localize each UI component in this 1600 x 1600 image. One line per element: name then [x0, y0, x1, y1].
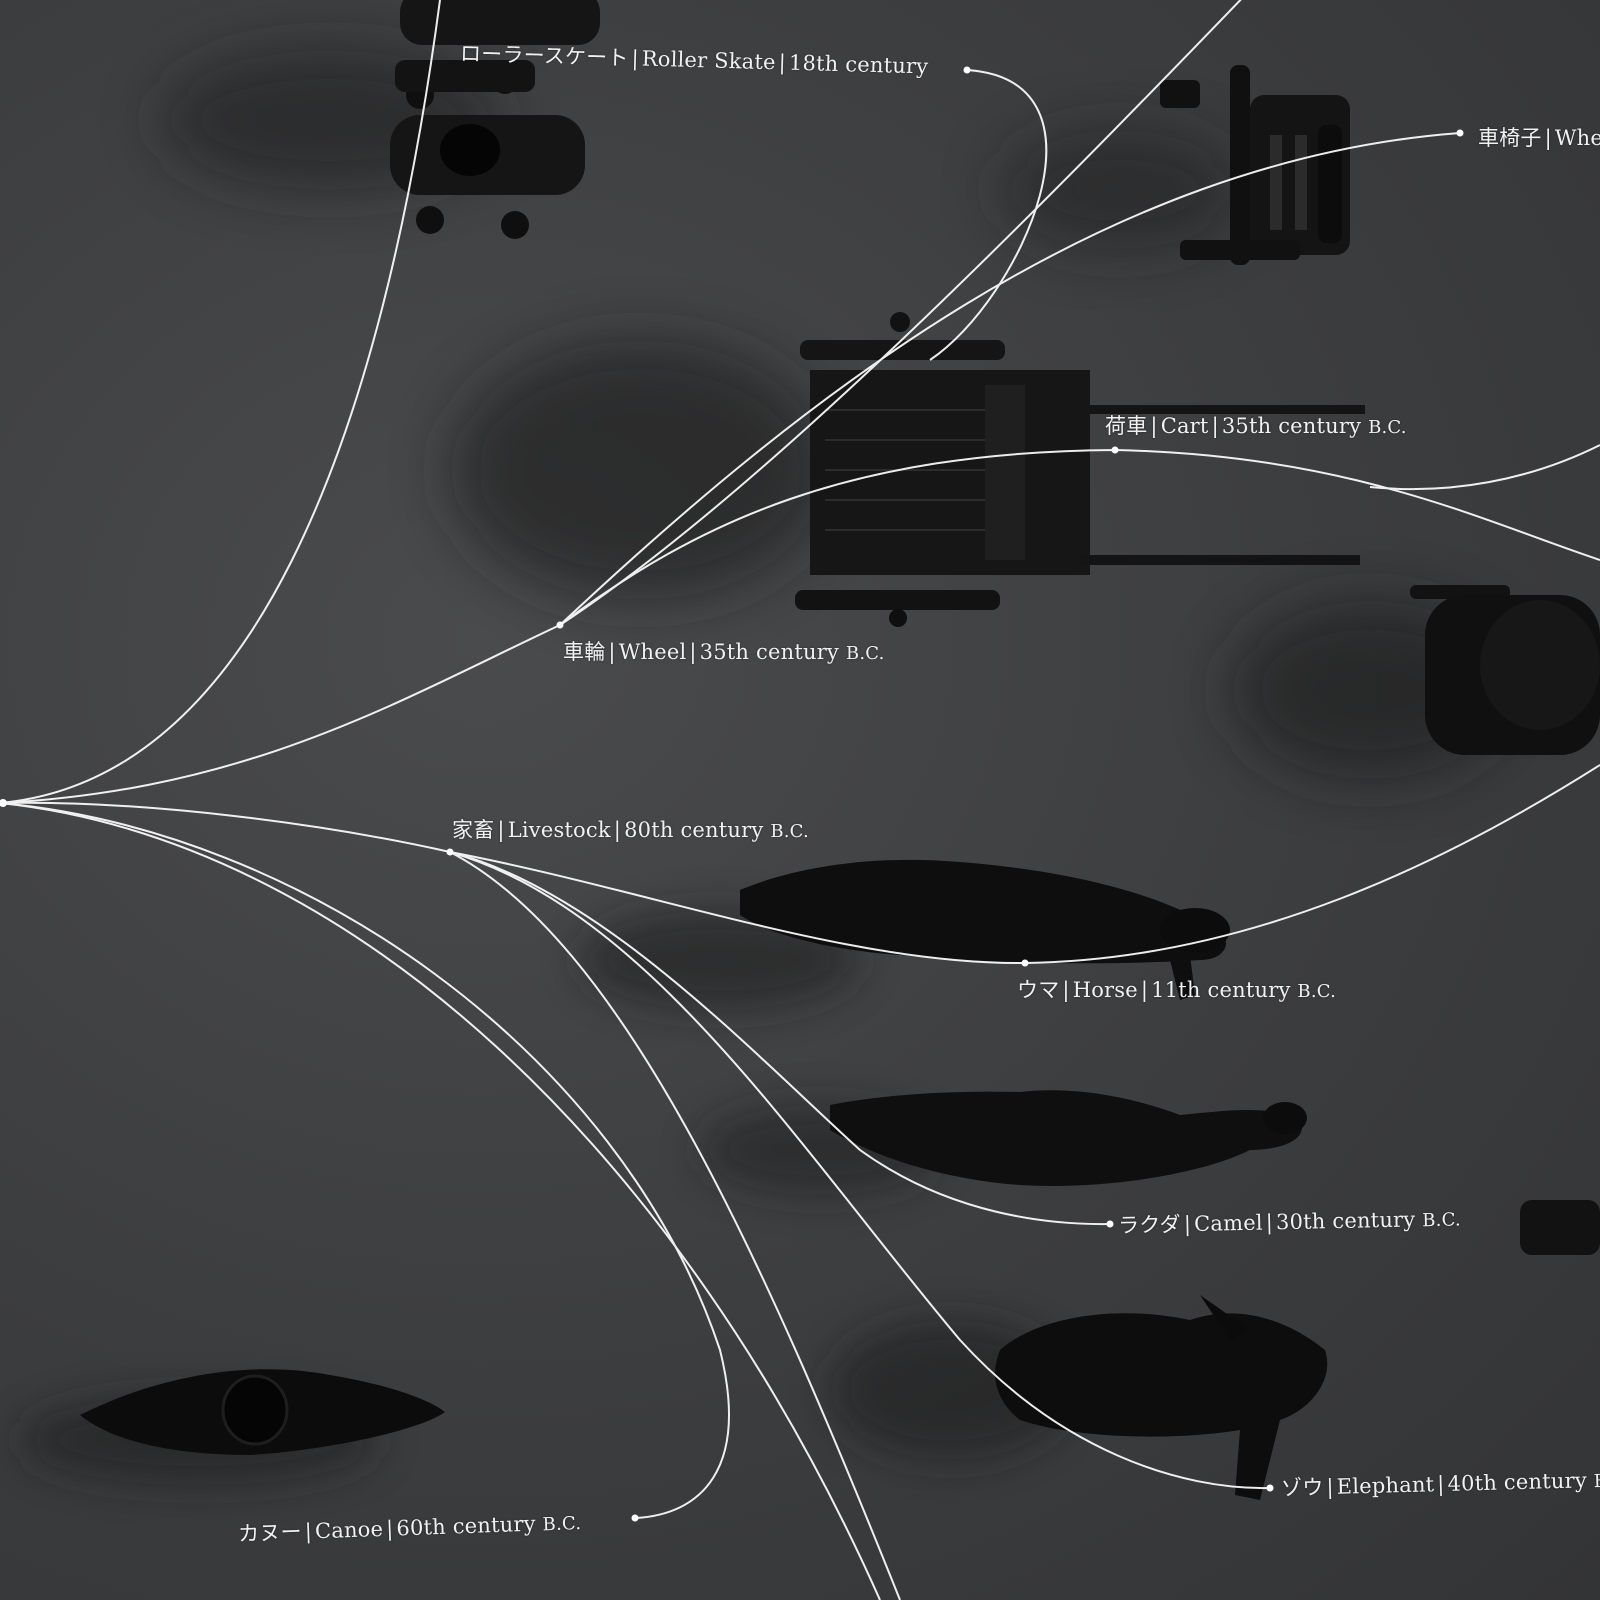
line-down-2	[449, 851, 901, 1600]
label-roller-skate-ja: ローラースケート	[459, 41, 629, 71]
label-camel-era: 30th century	[1275, 1207, 1416, 1235]
label-roller-skate-en: Roller Skate	[641, 46, 777, 75]
node-livestock	[446, 848, 454, 856]
label-canoe-ja: カヌー	[237, 1519, 303, 1546]
label-wheel-ja: 車輪	[563, 640, 606, 664]
label-horse-en: Horse	[1072, 978, 1138, 1002]
label-horse-era: 11th century	[1151, 978, 1291, 1002]
line-cart	[559, 448, 1600, 626]
line-canoe	[0, 802, 730, 1519]
label-canoe-en: Canoe	[314, 1516, 384, 1544]
label-wheel: 車輪|Wheel|35th century B.C.	[563, 640, 885, 664]
label-canoe-bc: B.C.	[542, 1513, 582, 1536]
node-camel	[1106, 1220, 1114, 1228]
line-livestock	[0, 801, 451, 853]
line-roller-end	[929, 69, 1048, 361]
label-camel-bc: B.C.	[1422, 1209, 1462, 1232]
canoe-object	[20, 1369, 445, 1485]
cart-object	[450, 312, 1365, 627]
label-cart-en: Cart	[1160, 414, 1209, 438]
label-cart-ja: 荷車	[1105, 414, 1148, 438]
label-livestock-en: Livestock	[507, 818, 611, 842]
label-canoe-era: 60th century	[395, 1511, 537, 1541]
label-horse-ja: ウマ	[1017, 978, 1060, 1002]
node-wheel	[556, 621, 564, 629]
node-roller-skate	[963, 66, 971, 74]
node-elephant	[1266, 1484, 1274, 1492]
node-wheelchair	[1456, 129, 1464, 137]
label-elephant-ja: ゾウ	[1280, 1475, 1324, 1501]
line-camel	[449, 851, 1111, 1226]
label-wheel-en: Wheel	[618, 640, 687, 664]
label-wheelchair-en: Whe	[1554, 126, 1600, 150]
elephant-object	[830, 1295, 1328, 1500]
label-horse-bc: B.C.	[1297, 981, 1337, 1002]
label-wheelchair: 車椅子|Whe	[1478, 122, 1600, 152]
label-livestock-ja: 家畜	[452, 818, 495, 842]
label-elephant-era: 40th century	[1447, 1468, 1588, 1496]
label-livestock-era: 80th century	[624, 818, 764, 842]
node-horse	[1021, 959, 1029, 967]
label-elephant-en: Elephant	[1336, 1472, 1435, 1499]
label-horse: ウマ|Horse|11th century B.C.	[1017, 978, 1337, 1002]
wheelchair-object	[1000, 65, 1350, 265]
label-wheel-era: 35th century	[699, 640, 839, 664]
line-elephant	[449, 851, 1271, 1490]
camel-object	[700, 1090, 1307, 1195]
line-horse	[449, 764, 1600, 965]
line-down-1	[0, 802, 881, 1600]
horse-object	[580, 859, 1230, 1010]
label-wheelchair-ja: 車椅子	[1478, 126, 1542, 150]
node-canoe	[631, 1514, 639, 1522]
label-livestock: 家畜|Livestock|80th century B.C.	[452, 818, 809, 842]
node-root	[0, 799, 7, 807]
carriage-object	[1230, 585, 1600, 780]
label-camel-ja: ラクダ	[1117, 1212, 1182, 1238]
small-vehicle-object	[1520, 1200, 1600, 1255]
line-wheelchair	[559, 132, 1461, 626]
line-roller-skate	[0, 0, 441, 804]
label-cart-bc: B.C.	[1368, 417, 1407, 438]
label-livestock-bc: B.C.	[770, 821, 809, 842]
node-cart	[1111, 446, 1119, 454]
line-wheel-main	[0, 0, 1242, 804]
label-camel-en: Camel	[1193, 1210, 1263, 1236]
label-wheel-bc: B.C.	[845, 643, 885, 664]
label-elephant-bc: B	[1593, 1470, 1600, 1493]
label-cart: 荷車|Cart|35th century B.C.	[1105, 414, 1407, 438]
label-cart-era: 35th century	[1221, 414, 1362, 438]
label-roller-skate-era: 18th century	[788, 50, 929, 79]
line-cart-right	[1369, 444, 1600, 491]
